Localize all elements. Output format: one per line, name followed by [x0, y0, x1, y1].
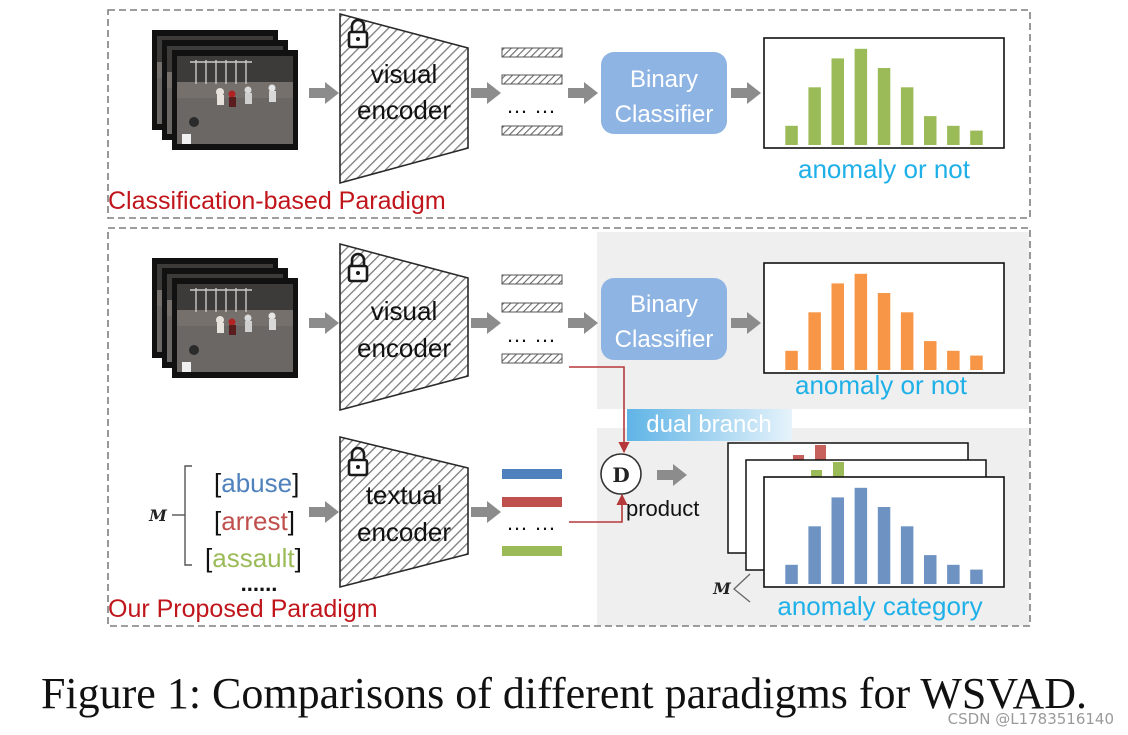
classifier-label-2-bottom: Classifier — [615, 326, 714, 353]
textual-encoder-label-1: textual — [366, 480, 443, 510]
category-bar-7 — [924, 555, 937, 584]
visual-encoder-label-2: encoder — [357, 95, 451, 125]
visual-encoder-top — [339, 12, 469, 185]
bottom-bar-5 — [877, 293, 891, 370]
dual-branch-label: dual branch — [646, 411, 771, 438]
classifier-label-1-bottom: Binary — [630, 291, 698, 318]
category-bar-2 — [808, 526, 821, 584]
category-output-label: anomaly category — [777, 591, 982, 621]
m-symbol-charts: M — [712, 579, 732, 598]
bottom-bar-7 — [924, 341, 937, 370]
arrow-encoder-to-features-bottom — [471, 312, 501, 334]
text-features-ellipsis: … … — [506, 510, 556, 535]
top-bar-4 — [854, 48, 868, 145]
arrow-features-to-classifier-bottom — [568, 312, 598, 334]
output-label-bottom: anomaly or not — [795, 370, 968, 400]
arrow-classifier-to-chart-top — [731, 82, 761, 104]
visual-encoder-bottom — [339, 242, 469, 412]
category-bar-5 — [877, 507, 891, 584]
product-symbol: D — [612, 463, 629, 487]
category-bar-6 — [900, 526, 914, 584]
visual-encoder-bottom-label-2: encoder — [357, 333, 451, 363]
category-bar-9 — [970, 569, 983, 584]
video-frames-top — [152, 30, 298, 150]
visual-encoder-label-1: visual — [371, 59, 437, 89]
visual-features-bottom — [501, 274, 563, 364]
arrow-categories-to-encoder — [309, 501, 339, 523]
bottom-bar-4 — [854, 273, 868, 370]
category-bar-8 — [947, 564, 960, 584]
classifier-label-1-top: Binary — [630, 66, 698, 93]
textual-encoder-label-2: encoder — [357, 517, 451, 547]
arrow-encoder-to-features-top — [471, 82, 501, 104]
top-panel-border — [107, 9, 1031, 219]
top-bar-3 — [831, 58, 844, 145]
textual-encoder — [339, 435, 469, 589]
visual-features-top — [501, 47, 563, 136]
category-abuse: [abuse] — [214, 468, 299, 498]
proposed-paradigm-label: Our Proposed Paradigm — [108, 595, 378, 623]
bottom-bar-6 — [900, 312, 914, 370]
dual-branch-tag — [627, 409, 792, 441]
arrow-encoder-to-text-features — [471, 501, 501, 523]
visual-encoder-bottom-label-1: visual — [371, 296, 437, 326]
connector-visual-to-product — [569, 366, 630, 454]
features-ellipsis-bottom: … … — [506, 322, 556, 347]
arrow-frames-to-encoder-bottom — [309, 312, 339, 334]
bottom-bar-1 — [785, 350, 798, 370]
bottom-bar-8 — [947, 350, 960, 370]
bottom-bar-3 — [831, 283, 844, 370]
product-label: product — [626, 496, 699, 521]
connector-text-to-product — [569, 493, 628, 523]
watermark: CSDN @L1783516140 — [947, 710, 1114, 728]
binary-classifier-bottom — [601, 278, 727, 360]
bottom-bar-2 — [808, 312, 821, 370]
category-assault: [assault] — [205, 543, 302, 573]
top-bar-8 — [947, 125, 960, 145]
top-bar-7 — [924, 116, 937, 145]
features-ellipsis-top: … … — [506, 93, 556, 118]
text-features — [502, 469, 562, 556]
top-bar-6 — [900, 87, 914, 145]
classifier-label-2-top: Classifier — [615, 101, 714, 128]
product-operator — [600, 453, 642, 495]
classification-paradigm-label: Classification-based Paradigm — [108, 187, 446, 215]
arrow-features-to-classifier-top — [568, 82, 598, 104]
output-label-top: anomaly or not — [798, 154, 971, 184]
bars-category — [785, 487, 983, 584]
bars-bottom — [785, 273, 983, 370]
top-bar-2 — [808, 87, 821, 145]
paradigm-diagram: visual encoder … … Binary Classifier ano… — [107, 9, 1031, 627]
category-bar-4 — [854, 487, 868, 584]
category-bracket — [172, 465, 192, 566]
top-bar-5 — [877, 68, 891, 145]
category-bar-3 — [831, 497, 844, 584]
binary-classifier-top — [601, 52, 727, 134]
category-bar-1 — [785, 564, 798, 584]
top-bar-9 — [970, 130, 983, 145]
bars-top — [785, 48, 983, 145]
arrow-frames-to-encoder-top — [309, 82, 339, 104]
m-symbol-text: M — [148, 506, 168, 525]
video-frames-bottom — [152, 258, 298, 378]
category-arrest: [arrest] — [214, 506, 295, 536]
categories-more: ...... — [241, 571, 278, 596]
figure-caption: Figure 1: Comparisons of different parad… — [40, 669, 1088, 718]
bottom-bar-9 — [970, 355, 983, 370]
top-bar-1 — [785, 125, 798, 145]
m-bracket-charts — [733, 573, 751, 603]
